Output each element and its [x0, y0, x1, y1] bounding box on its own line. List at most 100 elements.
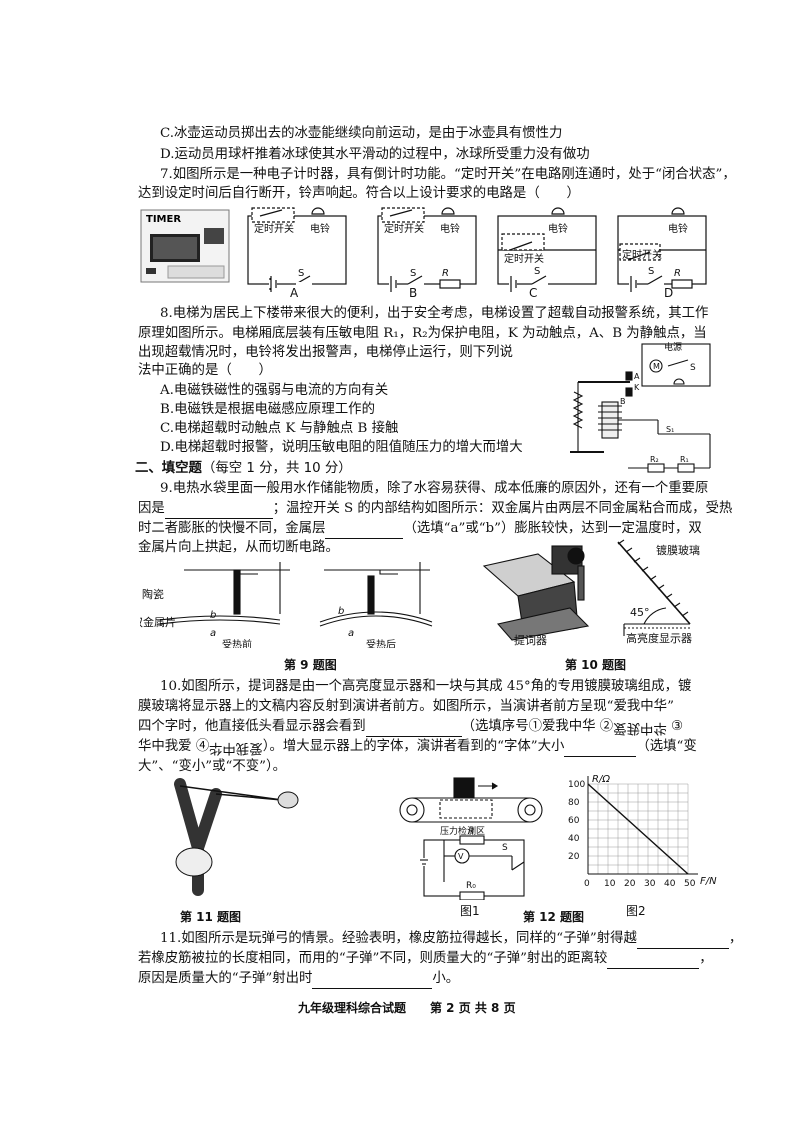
q12-figure-1: 压力检测区 R V S R₀ [392, 776, 552, 901]
chart-y-tick-label: 80 [568, 798, 580, 808]
q12-fig1-caption: 图1 [460, 904, 480, 918]
chart-series-line [587, 783, 689, 875]
svg-text:电源: 电源 [664, 342, 682, 353]
svg-text:a: a [210, 628, 216, 639]
q11-stem-line2: 若橡皮筋被拉的长度相同，而用的“子弹”不同，则质量大的“子弹”射出的距离较， [138, 949, 713, 969]
circuit-d: 电铃 定时开关 S R [617, 207, 707, 292]
q10-teleprompter-figure: 提词器 45° 镀膜玻璃 高亮度显示器 [478, 536, 728, 652]
q10-stem-line1: 10.如图所示，提词器是由一个高亮度显示器和一块与其成 45°角的专用镀膜玻璃组… [160, 679, 692, 694]
q8-option-c: C.电梯超载时动触点 K 与静触点 B 接触 [160, 421, 399, 436]
svg-text:M: M [653, 362, 660, 371]
q8-elevator-circuit: 电源 M S A B K S₁ R₂ R₁ [568, 341, 718, 476]
svg-text:提词器: 提词器 [514, 634, 547, 647]
q7-circuit-options: 定时开关 电铃 S 定时开关 电铃 S R [238, 204, 708, 300]
svg-text:S₁: S₁ [666, 425, 674, 434]
chart-y-tick-label: 40 [568, 834, 580, 844]
q9-bimetal-figure: 陶瓷 双金属片 b a 受热前 b a 受热后 [132, 556, 440, 651]
chart-y-axis-label: R/Ω [592, 774, 610, 785]
circuit-c: 电铃 定时开关 S [497, 207, 597, 292]
q9-stem-line2: 因是；温控开关 S 的内部结构如图所示：双金属片由两层不同金属粘合而成，受热 [138, 499, 732, 519]
svg-text:S: S [648, 266, 654, 277]
svg-text:高亮度显示器: 高亮度显示器 [626, 631, 692, 645]
svg-text:45°: 45° [630, 606, 650, 619]
q8-stem-line2: 原理如图所示。电梯厢底层装有压敏电阻 R₁，R₂为保护电阻，K 为动触点，A、B… [138, 326, 707, 341]
svg-text:受热后: 受热后 [366, 638, 396, 648]
svg-text:B: B [620, 397, 626, 406]
chart-x-tick-label: 50 [684, 879, 696, 889]
svg-text:电铃: 电铃 [440, 222, 460, 235]
q6-option-c: C.冰壶运动员掷出去的冰壶能继续向前运动，是由于冰壶具有惯性力 [160, 126, 563, 141]
chart-x-tick-label: 30 [644, 879, 656, 889]
q8-option-b: B.电磁铁是根据电磁感应原理工作的 [160, 402, 375, 417]
q11-stem-line3: 原因是质量大的“子弹”射出时小。 [138, 969, 459, 989]
svg-text:定时开关: 定时开关 [384, 222, 424, 235]
q11-blank-3[interactable] [312, 988, 433, 989]
svg-text:a: a [348, 628, 354, 639]
svg-text:A: A [634, 372, 640, 381]
svg-text:R₁: R₁ [680, 455, 689, 464]
q10-figure-caption: 第 10 题图 [565, 658, 627, 672]
chart-x-tick-label: 0 [584, 879, 590, 889]
svg-text:电铃: 电铃 [310, 222, 330, 235]
chart-x-axis-label: F/N [700, 876, 717, 887]
timer-label: TIMER [146, 214, 181, 225]
svg-text:b: b [338, 606, 344, 617]
svg-text:定时开关: 定时开关 [504, 252, 544, 265]
chart-y-tick-label: 20 [568, 852, 580, 862]
q9-blank-1[interactable] [164, 518, 273, 519]
svg-text:压力检测区: 压力检测区 [440, 825, 485, 837]
q7-stem-line2: 达到设定时间后自行断开，铃声响起。符合以上设计要求的电路是（ ） [138, 186, 580, 201]
q8-option-a: A.电磁铁磁性的强弱与电流的方向有关 [160, 383, 389, 398]
svg-text:K: K [634, 383, 640, 392]
q11-figure-caption: 第 11 题图 [180, 910, 242, 924]
svg-text:受热前: 受热前 [222, 638, 252, 648]
q7-stem-line1: 7.如图所示是一种电子计时器，具有倒计时功能。“定时开关”在电路刚连通时，处于“… [160, 167, 736, 182]
svg-text:S: S [502, 843, 508, 853]
q10-stem-line5: 大”、“变小”或“不变”）。 [138, 759, 287, 774]
svg-text:定时开关: 定时开关 [622, 248, 662, 261]
circuit-b: 定时开关 电铃 S R [377, 207, 477, 292]
section-2-title: 二、填空题 [135, 461, 202, 476]
q10-stem-line4: 华中我爱 ④爱我中华）。增大显示器上的字体，演讲者看到的“字体”大小（选填“变 [138, 739, 697, 757]
svg-text:S: S [534, 266, 540, 277]
svg-text:S: S [690, 363, 696, 373]
q10-blank-1[interactable] [365, 736, 462, 737]
chart-x-tick-label: 20 [624, 879, 636, 889]
svg-text:R₀: R₀ [466, 881, 476, 891]
q10-blank-2[interactable] [564, 756, 637, 757]
chart-y-tick-label: 60 [568, 816, 580, 826]
svg-text:R: R [468, 827, 474, 837]
q9-figure-caption: 第 9 题图 [284, 658, 337, 672]
svg-text:R: R [442, 268, 449, 279]
svg-text:R: R [674, 268, 681, 279]
teleprompter-photo [482, 545, 590, 641]
section-2-heading: 二、填空题（每空 1 分，共 10 分） [135, 459, 352, 479]
option-a-label: A [290, 286, 299, 300]
svg-text:R₂: R₂ [650, 455, 659, 464]
option-d-label: D [664, 286, 674, 300]
chart-x-tick-label: 10 [604, 879, 616, 889]
q8-option-d: D.电梯超载时报警，说明压敏电阻的阻值随压力的增大而增大 [160, 440, 523, 455]
q10-option-4-rotated: 爱我中华 [209, 740, 263, 755]
q9-blank-2[interactable] [325, 538, 404, 539]
q11-slingshot-figure [150, 778, 310, 898]
svg-text:定时开关: 定时开关 [254, 222, 294, 235]
option-b-label: B [409, 286, 418, 300]
svg-text:双金属片: 双金属片 [140, 615, 176, 629]
svg-text:电铃: 电铃 [668, 222, 688, 235]
svg-text:S: S [298, 268, 304, 279]
q9-stem-line1: 9.电热水袋里面一般用水作储能物质，除了水容易获得、成本低廉的原因外，还有一个重… [160, 481, 709, 496]
circuit-a: 定时开关 电铃 S [247, 207, 347, 292]
chart-y-tick-label: 100 [568, 780, 585, 790]
q10-option-2-flipped: 爱我中华 [613, 720, 667, 735]
option-c-label: C [529, 286, 538, 300]
svg-text:陶瓷: 陶瓷 [142, 587, 164, 601]
q9-stem-line4: 金属片向上拱起，从而切断电路。 [138, 540, 339, 555]
page-footer: 九年级理科综合试题 第 2 页 共 8 页 [298, 1001, 516, 1015]
q9-stem-line3: 时二者膨胀的快慢不同，金属层（选填“a”或“b”）膨胀较快，达到一定温度时，双 [138, 519, 702, 539]
q11-blank-2[interactable] [607, 968, 700, 969]
q11-blank-1[interactable] [636, 948, 729, 949]
svg-text:V: V [458, 852, 464, 861]
svg-text:b: b [210, 610, 216, 621]
